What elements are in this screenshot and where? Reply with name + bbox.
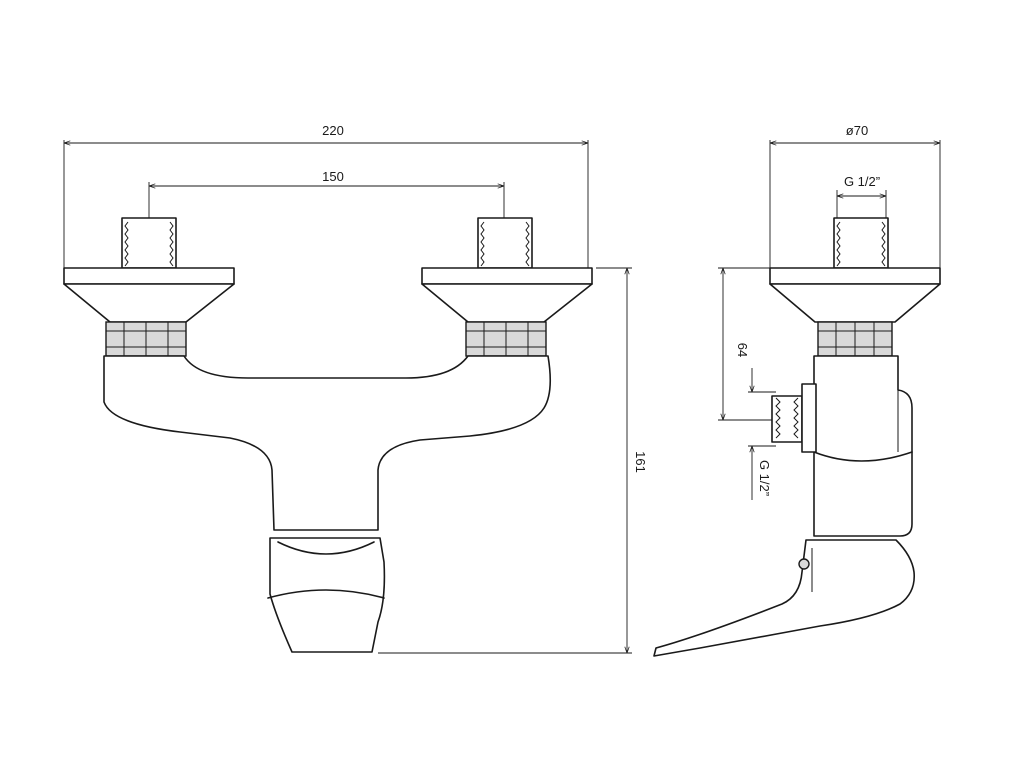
- right-inlet-thread: [477, 217, 533, 269]
- right-rosette: [421, 267, 593, 323]
- front-lever-handle: [267, 537, 386, 653]
- side-view: ø70 G 1/2” 64 G 1/2”: [653, 123, 941, 657]
- dimension-150: 150: [148, 169, 505, 222]
- front-view: 220 150 161: [63, 123, 648, 654]
- left-rosette: [63, 267, 235, 323]
- dimension-dia70: ø70: [769, 123, 941, 268]
- left-inlet-thread: [121, 217, 177, 269]
- dimension-220-label: 220: [322, 123, 344, 138]
- side-rosette: [769, 267, 941, 323]
- side-hex-nut: [817, 321, 893, 357]
- side-outlet-thread: [771, 383, 817, 453]
- side-lever-handle: [653, 539, 916, 657]
- dimension-inlet-thread: G 1/2”: [836, 174, 887, 222]
- mixer-body: [103, 355, 552, 531]
- dimension-161-label: 161: [633, 451, 648, 473]
- right-hex-nut: [465, 321, 547, 357]
- dimension-dia70-label: ø70: [846, 123, 868, 138]
- dimension-220: 220: [63, 123, 589, 268]
- dimension-outlet-thread: G 1/2”: [748, 368, 776, 500]
- dimension-inlet-thread-label: G 1/2”: [844, 174, 880, 189]
- dimension-161: 161: [378, 267, 648, 654]
- side-mixer-body: [813, 355, 913, 537]
- side-inlet-thread: [833, 217, 889, 269]
- dimension-64: 64: [718, 267, 772, 421]
- dimension-150-label: 150: [322, 169, 344, 184]
- dimension-64-label: 64: [735, 343, 750, 357]
- left-hex-nut: [105, 321, 187, 357]
- dimension-outlet-thread-label: G 1/2”: [757, 460, 772, 496]
